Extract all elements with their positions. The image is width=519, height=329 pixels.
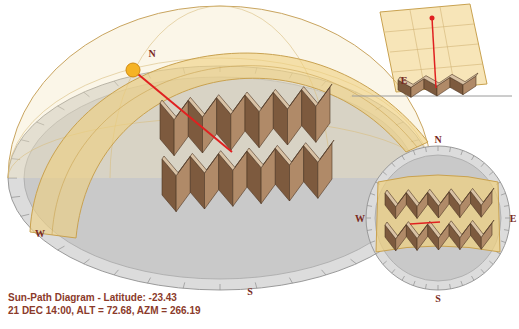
ring-tick — [367, 229, 372, 231]
building-model — [385, 188, 494, 251]
compass-letter: N — [434, 134, 441, 145]
wall-face — [318, 143, 332, 198]
ring-tick — [438, 285, 439, 290]
wall-face — [417, 224, 428, 250]
ring-tick — [461, 150, 463, 155]
ring-tick — [489, 172, 493, 175]
wall-face — [460, 191, 471, 217]
sun-ray — [432, 18, 436, 88]
ring-tick — [11, 196, 20, 197]
compass-letter: W — [355, 213, 365, 224]
ground-line — [352, 96, 512, 97]
wall-face — [396, 225, 407, 251]
sun-ray — [133, 70, 232, 152]
wall-face — [439, 192, 450, 218]
compass-letter: E — [401, 75, 408, 86]
ring-tick — [472, 276, 475, 280]
ring-tick — [438, 146, 439, 151]
ring-tick — [413, 281, 415, 286]
ring-tick — [461, 281, 463, 286]
ring-tick — [383, 261, 387, 264]
ring-tick — [220, 284, 221, 290]
caption-detail: 21 DEC 14:00, ALT = 72.68, AZM = 266.19 — [8, 305, 201, 316]
ring-tick — [504, 205, 509, 207]
wall-face — [460, 223, 471, 249]
wall-face — [174, 100, 188, 155]
ring-tick — [58, 246, 65, 250]
sun — [430, 16, 435, 21]
wall-face — [385, 188, 494, 207]
ring-tick — [481, 269, 484, 273]
wall-face — [396, 193, 407, 219]
ring-tick — [481, 163, 484, 167]
wall-face — [290, 146, 304, 201]
wall-face — [162, 140, 334, 176]
ground-disc — [375, 155, 501, 281]
compass-letter: S — [247, 286, 253, 297]
ring-tick — [255, 282, 257, 288]
compass-letter: W — [35, 228, 45, 239]
ring-tick — [392, 163, 395, 167]
wall-face — [203, 98, 217, 153]
sun-path-line — [52, 66, 417, 235]
ring-tick — [21, 214, 29, 216]
building-model — [160, 84, 334, 212]
wall-face — [481, 223, 492, 249]
wall-face — [261, 148, 275, 203]
ring-tick — [289, 278, 292, 284]
ring-tick — [322, 270, 327, 275]
ring-tick — [402, 276, 405, 280]
wall-face — [233, 151, 247, 206]
wall-face — [439, 224, 450, 250]
wall-face — [385, 220, 494, 239]
sun-path-band — [376, 175, 500, 252]
ring-tick — [504, 229, 509, 231]
ring-tick — [114, 270, 119, 275]
ring-tick — [392, 269, 395, 273]
dome-grid — [385, 7, 483, 90]
ring-tick — [449, 147, 451, 152]
compass-ring — [366, 146, 510, 290]
wall-face — [398, 73, 478, 87]
ring-tick — [183, 282, 185, 288]
caption-title: Sun-Path Diagram - Latitude: -23.43 — [8, 292, 177, 303]
wall-face — [288, 90, 302, 145]
ring-tick — [367, 205, 372, 207]
ring-tick — [505, 218, 510, 219]
sun-path-band — [380, 4, 487, 92]
ring-tick — [366, 218, 371, 219]
wall-face — [481, 191, 492, 217]
ring-tick — [147, 278, 150, 284]
ring-tick — [501, 241, 506, 243]
ring-tick — [370, 193, 375, 195]
ring-tick — [402, 156, 405, 160]
compass-letter: E — [510, 213, 517, 224]
ring-tick — [413, 150, 415, 155]
ring-tick — [425, 284, 427, 289]
wall-face — [205, 154, 219, 209]
ring-tick — [370, 241, 375, 243]
wall-face — [176, 156, 190, 211]
ring-tick — [449, 284, 451, 289]
wall-face — [231, 95, 245, 150]
compass-letter: N — [148, 48, 155, 59]
wall-face — [316, 87, 330, 142]
ring-tick — [383, 172, 387, 175]
ring-tick — [350, 259, 356, 264]
ring-tick — [472, 156, 475, 160]
ring-tick — [501, 193, 506, 195]
sun-ray — [410, 222, 440, 224]
ring-tick — [489, 261, 493, 264]
wall-face — [259, 92, 273, 147]
ring-tick — [84, 259, 90, 264]
ring-ticks — [366, 146, 510, 290]
compass-letter: S — [435, 293, 441, 304]
building-model — [398, 73, 478, 97]
wall-face — [417, 192, 428, 218]
sun — [126, 63, 140, 77]
ring-tick — [425, 147, 427, 152]
